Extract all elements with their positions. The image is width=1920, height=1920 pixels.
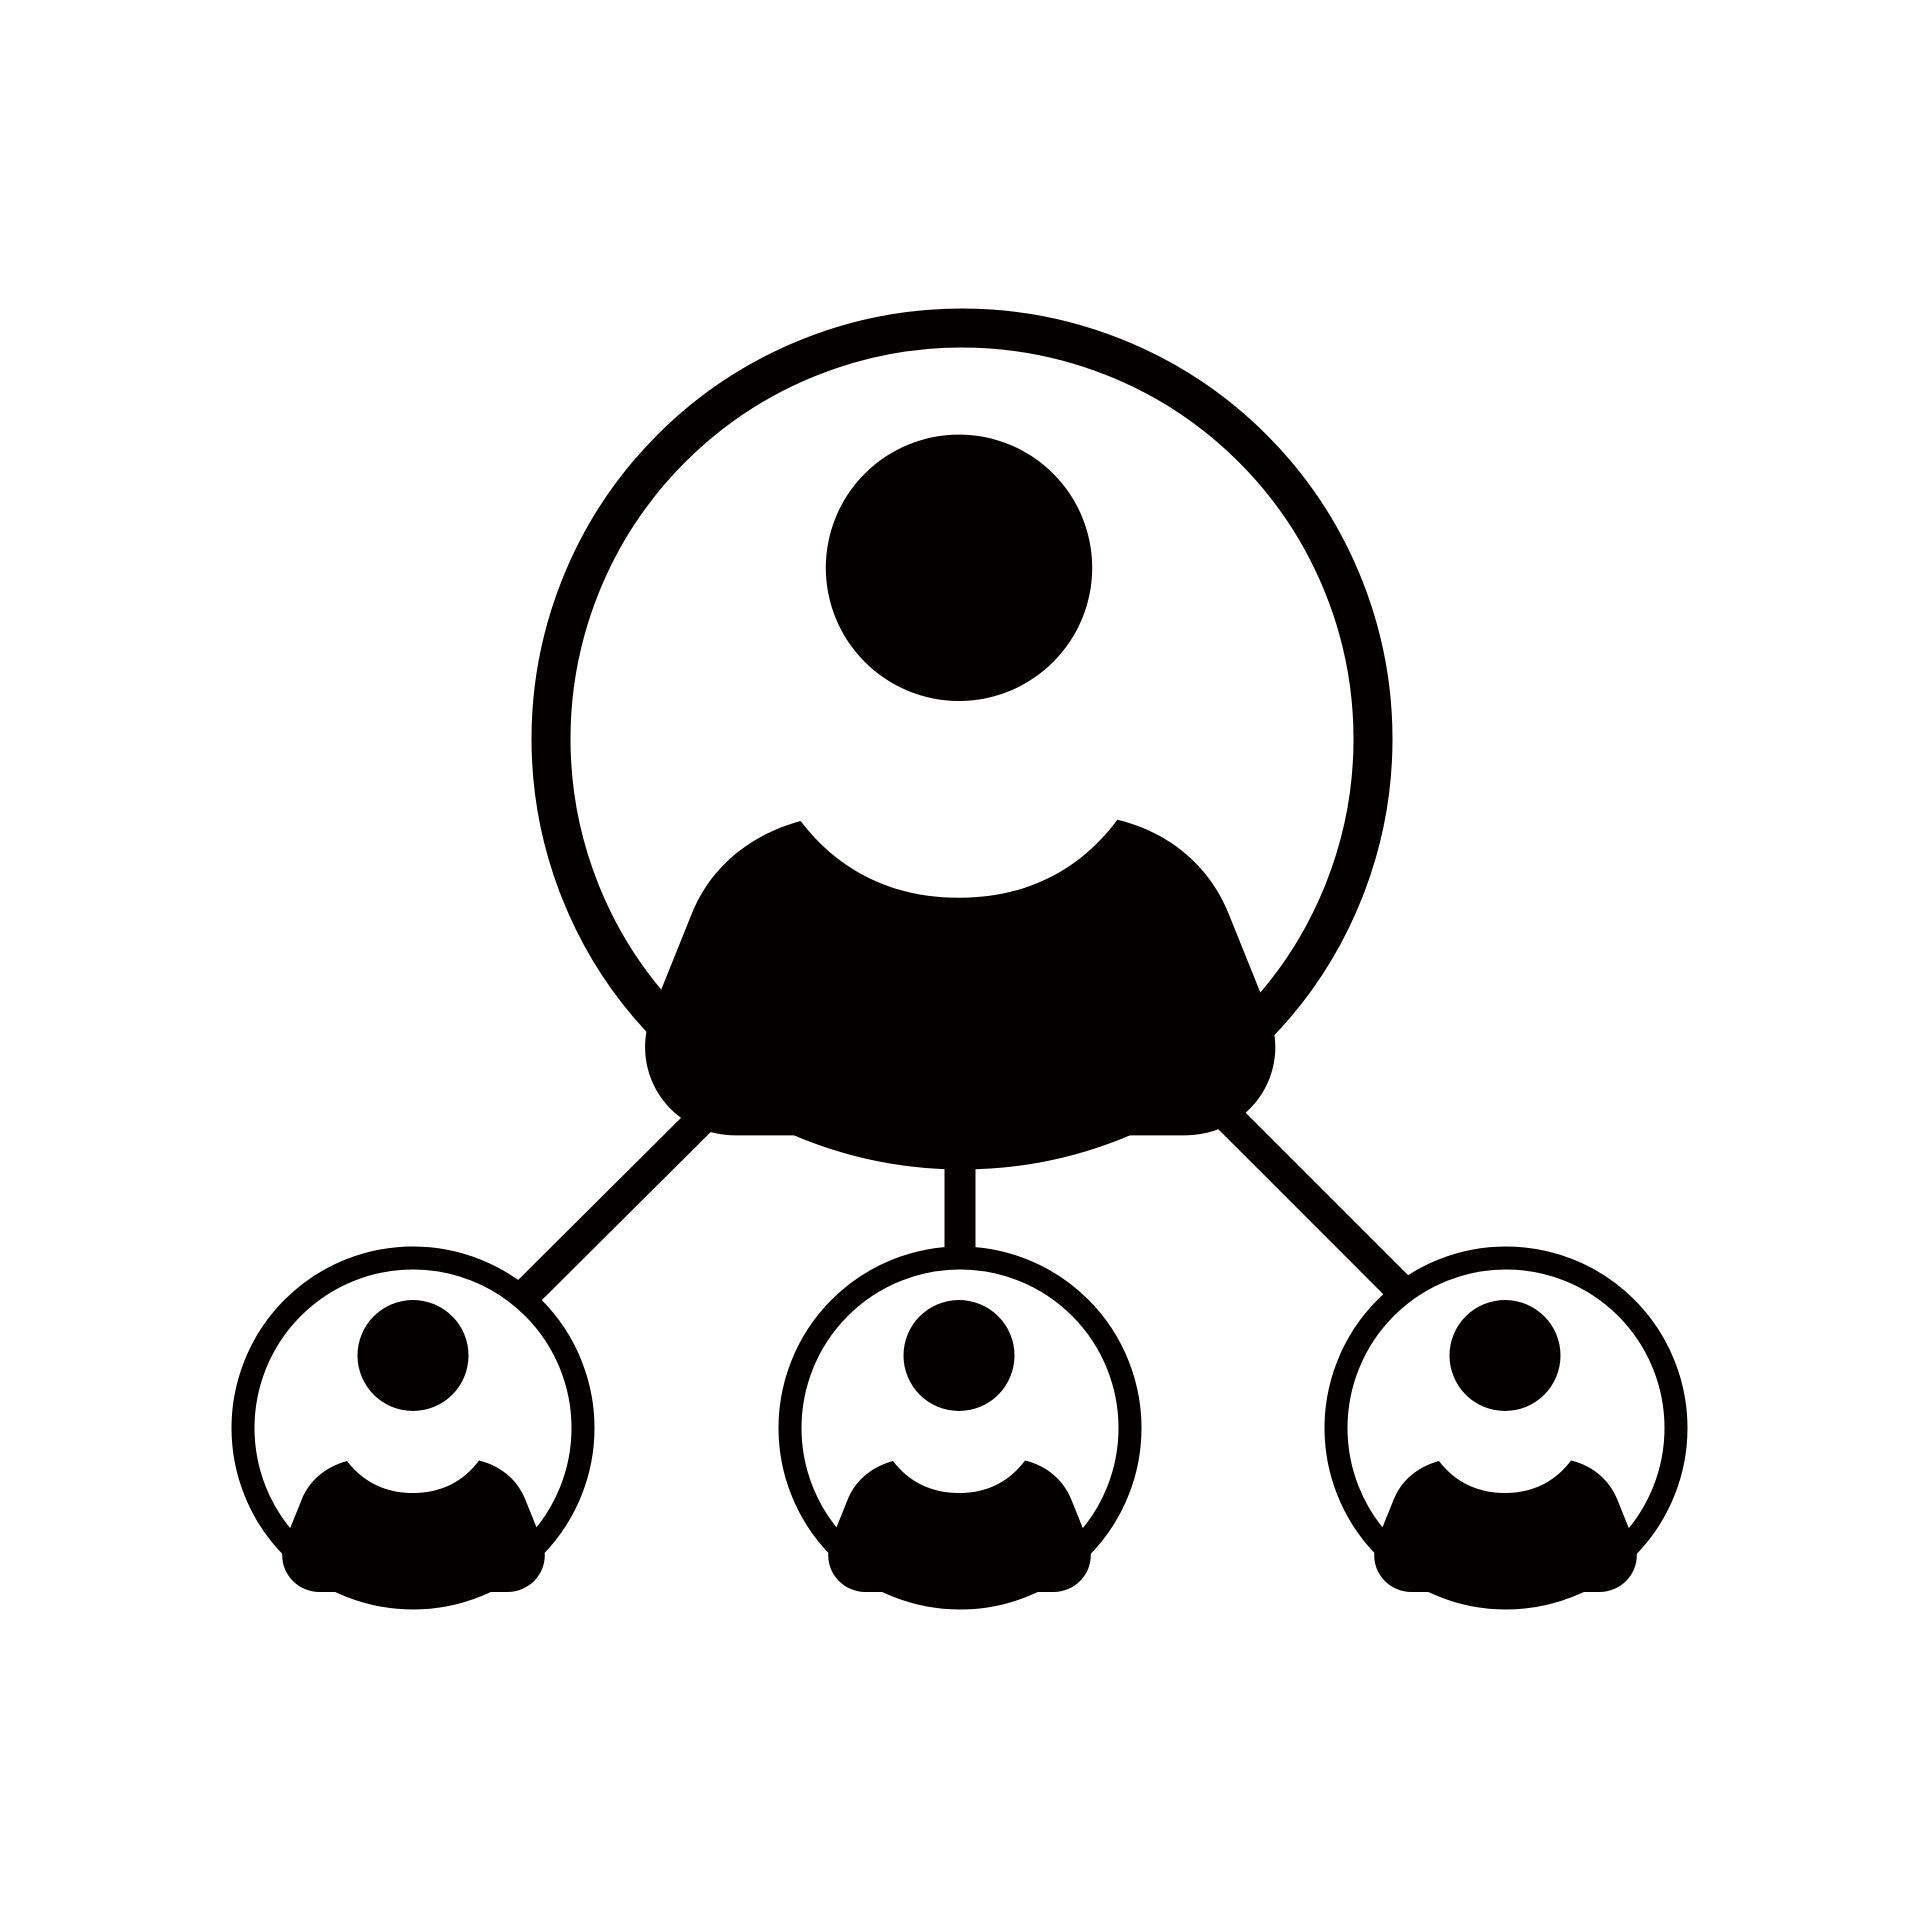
user-body (828, 1460, 1091, 1592)
user-body (1374, 1460, 1637, 1592)
user-head (903, 1300, 1015, 1411)
user-head (825, 434, 1093, 701)
root-node (531, 308, 1393, 1170)
user-head (357, 1300, 469, 1411)
child-node-middle (778, 1246, 1142, 1610)
child-node-left (231, 1246, 595, 1610)
user-head (1449, 1300, 1561, 1411)
user-body (645, 819, 1276, 1136)
child-user-icon (828, 1300, 1091, 1592)
child-user-icon (1374, 1300, 1637, 1592)
user-body (282, 1460, 545, 1592)
root-user-icon (645, 434, 1276, 1136)
child-user-icon (282, 1300, 545, 1592)
child-node-right (1324, 1246, 1688, 1610)
